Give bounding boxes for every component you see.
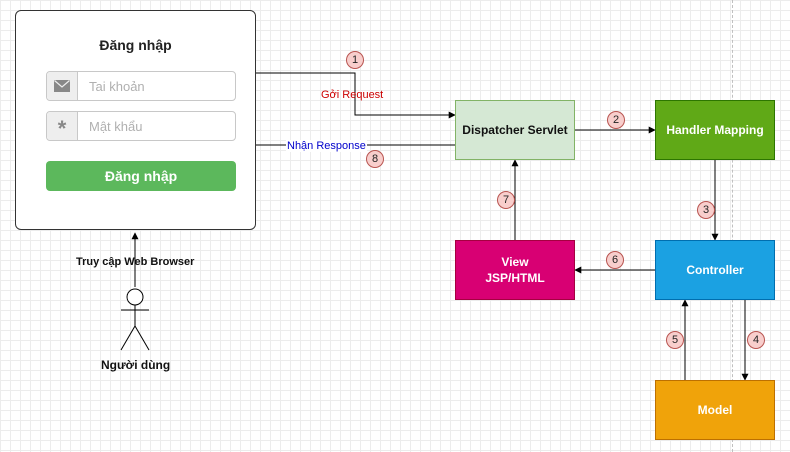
- login-button[interactable]: Đăng nhập: [46, 161, 236, 191]
- step-badge-8: 8: [366, 150, 384, 168]
- step-badge-7: 7: [497, 191, 515, 209]
- step-badge-5: 5: [666, 331, 684, 349]
- step-badge-6: 6: [606, 251, 624, 269]
- guide-line: [732, 0, 733, 452]
- edge-request: [256, 72, 456, 119]
- view-node[interactable]: View JSP/HTML: [455, 240, 575, 300]
- password-field[interactable]: * Mật khẩu: [46, 111, 236, 141]
- actor-figure: [120, 288, 150, 351]
- step-badge-3: 3: [697, 201, 715, 219]
- asterisk-icon: *: [47, 112, 78, 140]
- password-placeholder: Mật khẩu: [89, 119, 143, 134]
- username-field[interactable]: Tai khoản: [46, 71, 236, 101]
- dispatcher-servlet-node[interactable]: Dispatcher Servlet: [455, 100, 575, 160]
- controller-node[interactable]: Controller: [655, 240, 775, 300]
- actor-label: Người dùng: [101, 358, 171, 372]
- handler-mapping-node[interactable]: Handler Mapping: [655, 100, 775, 160]
- browser-access-label: Truy cập Web Browser: [76, 256, 195, 268]
- response-label: Nhận Response: [286, 140, 367, 152]
- username-placeholder: Tai khoản: [89, 79, 145, 94]
- request-label-text: Gởi Request: [321, 89, 384, 101]
- login-title: Đăng nhập: [99, 37, 172, 53]
- step-badge-2: 2: [607, 111, 625, 129]
- response-label-text: Nhận Response: [287, 140, 366, 152]
- model-node[interactable]: Model: [655, 380, 775, 440]
- step-badge-1: 1: [346, 51, 364, 69]
- step-badge-4: 4: [747, 331, 765, 349]
- request-label: Gởi Request: [321, 89, 383, 101]
- login-form-card: Đăng nhập Tai khoản * Mật khẩu Đăng nhập: [15, 10, 256, 230]
- envelope-icon: [47, 72, 78, 100]
